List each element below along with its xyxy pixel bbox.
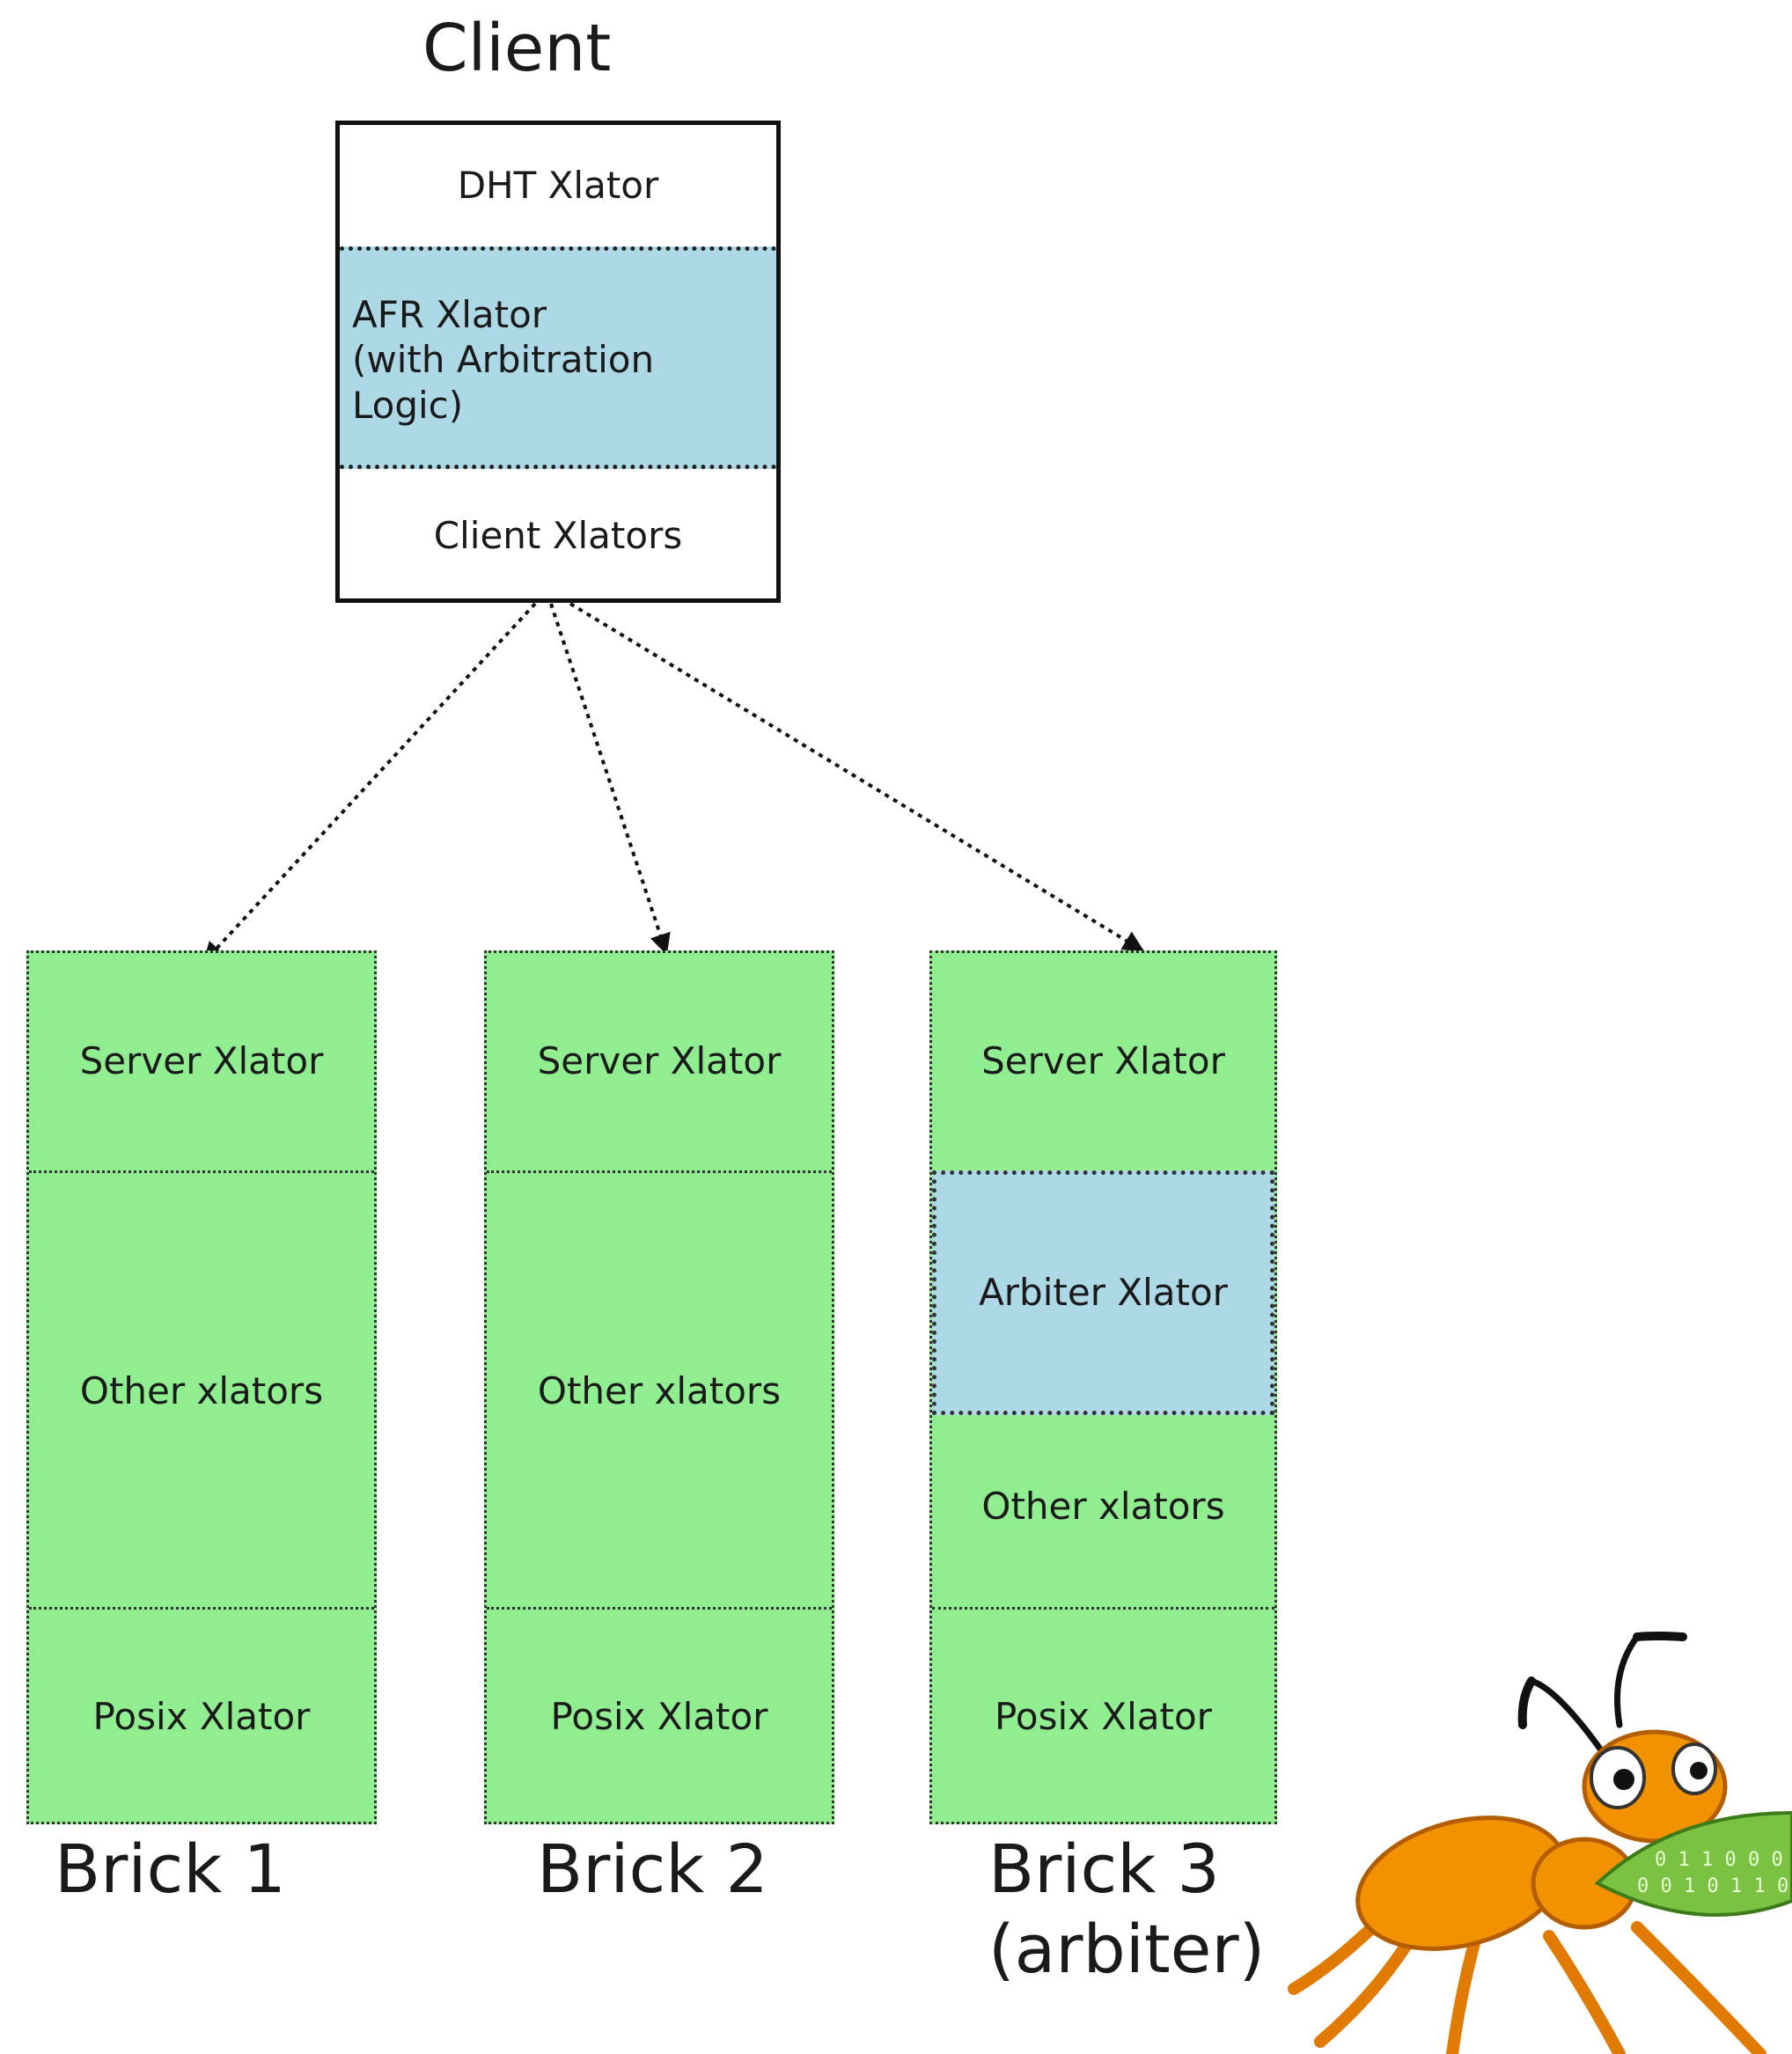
server-xlator: Server Xlator: [79, 1039, 324, 1083]
brick-2-stack: Server Xlator Other xlators Posix Xlator: [484, 950, 834, 1824]
client-xlators: Client Xlators: [340, 465, 776, 603]
brick-3-label: Brick 3 (arbiter): [988, 1829, 1265, 1989]
server-xlator: Server Xlator: [981, 1039, 1225, 1083]
svg-text:0 0 1 0 1 1 0 0 1: 0 0 1 0 1 1 0 0 1: [1637, 1875, 1792, 1897]
brick-1-stack: Server Xlator Other xlators Posix Xlator: [26, 950, 377, 1824]
client-title: Client: [422, 11, 612, 86]
brick-3-stack: Server Xlator Arbiter Xlator Other xlato…: [929, 950, 1277, 1824]
other-xlators: Other xlators: [981, 1484, 1225, 1528]
brick-3-label-line2: (arbiter): [988, 1910, 1266, 1989]
arrow-to-brick-1: [202, 602, 537, 964]
posix-xlator: Posix Xlator: [932, 1607, 1274, 1824]
brick-3-label-line1: Brick 3: [988, 1830, 1220, 1908]
afr-xlator-sublabel: (with Arbitration Logic): [352, 338, 655, 427]
posix-xlator: Posix Xlator: [487, 1607, 832, 1824]
afr-xlator-label: AFR Xlator: [352, 293, 547, 337]
brick-1-label: Brick 1: [55, 1830, 286, 1908]
arrow-to-brick-2: [549, 603, 671, 956]
other-xlators: Other xlators: [29, 1170, 374, 1610]
server-xlator: Server Xlator: [537, 1039, 782, 1083]
other-xlators: Other xlators: [487, 1170, 832, 1610]
brick-2-label: Brick 2: [537, 1830, 768, 1908]
afr-xlator: AFR Xlator (with Arbitration Logic): [340, 246, 776, 469]
arbiter-xlator: Arbiter Xlator: [932, 1170, 1274, 1415]
client-stack: DHT Xlator AFR Xlator (with Arbitration …: [335, 121, 781, 603]
dht-xlator: DHT Xlator: [457, 163, 659, 207]
posix-xlator: Posix Xlator: [29, 1607, 374, 1824]
svg-text:0 1 1 0 0 0 0 1: 0 1 1 0 0 0 0 1: [1655, 1849, 1792, 1871]
